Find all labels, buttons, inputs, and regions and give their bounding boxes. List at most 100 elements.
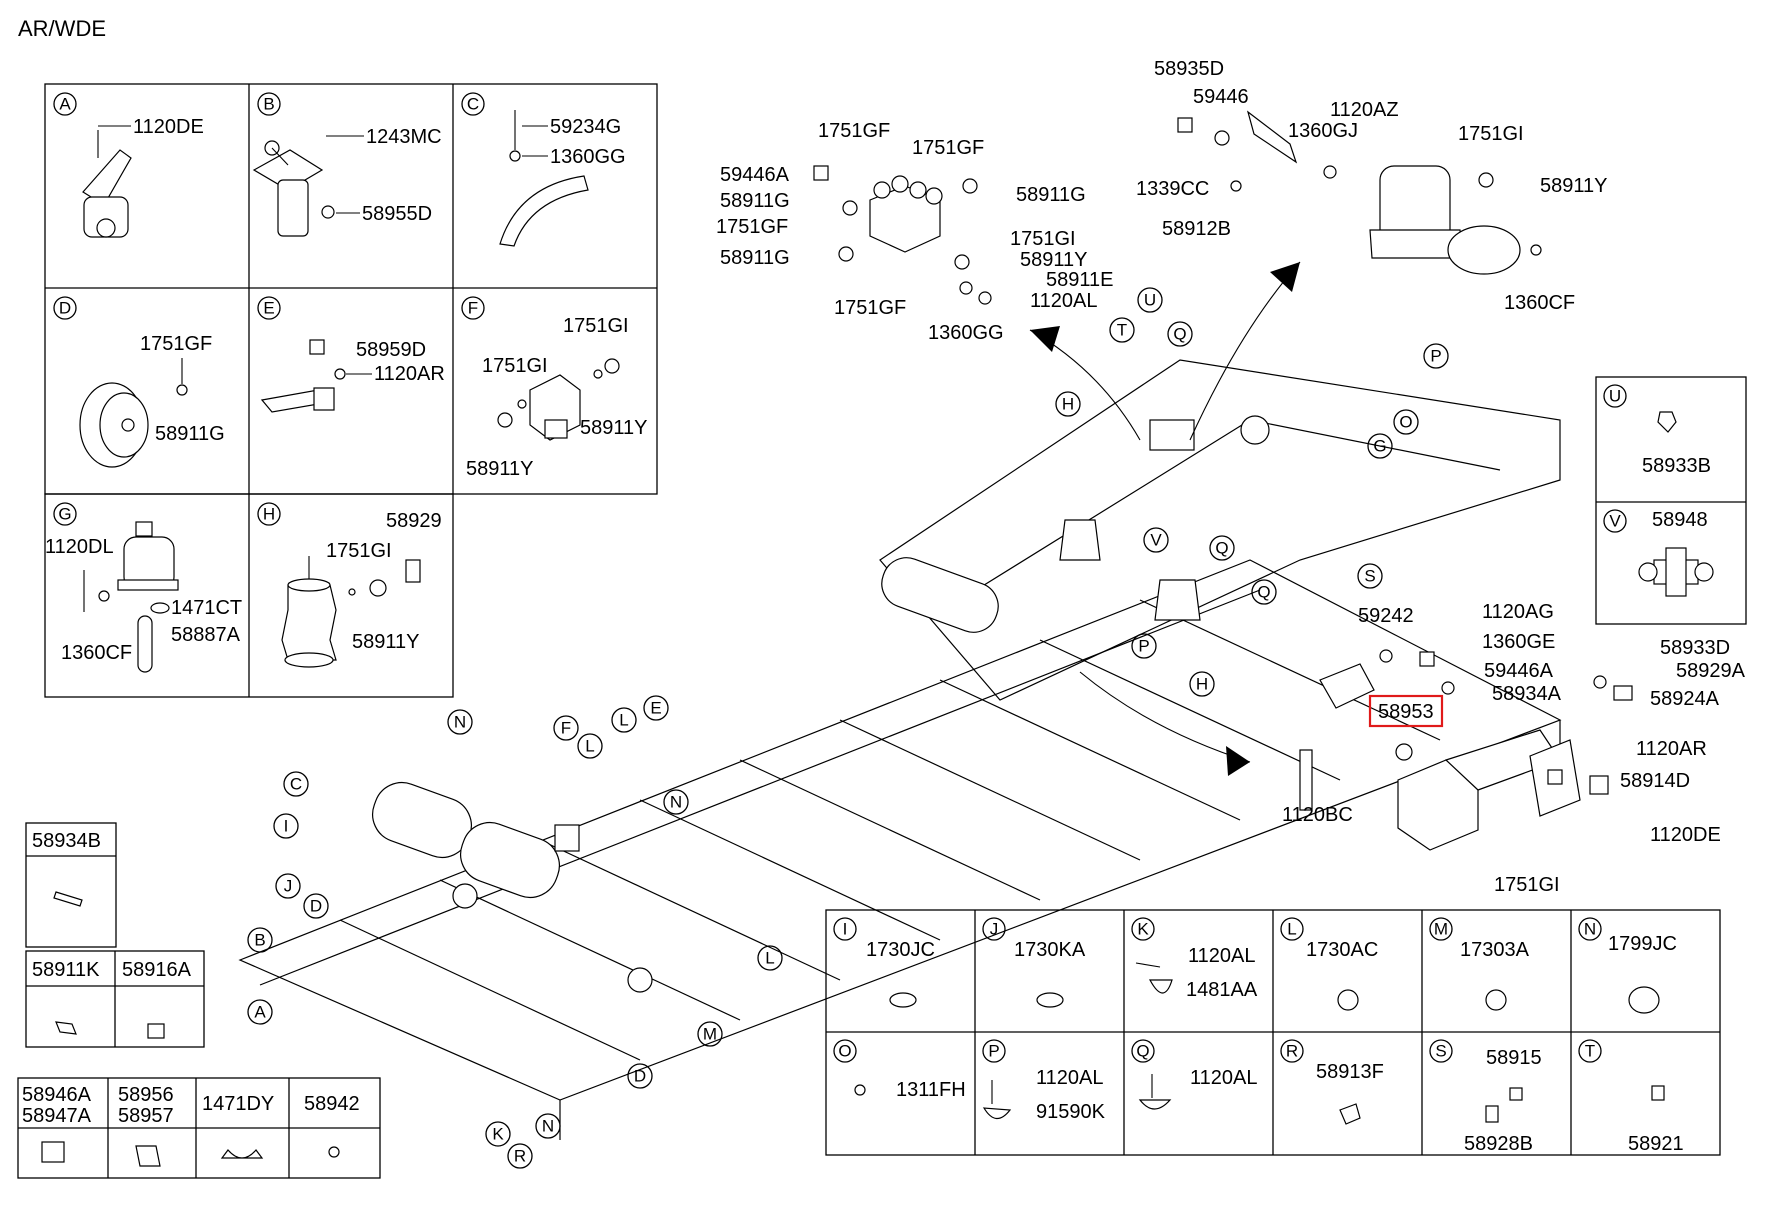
- svg-text:1751GF: 1751GF: [834, 297, 906, 319]
- svg-text:91590K: 91590K: [1036, 1101, 1106, 1123]
- chassis-callout: O: [1393, 409, 1419, 435]
- svg-text:N: N: [1584, 920, 1596, 939]
- svg-text:D: D: [59, 299, 71, 318]
- highlighted-part-label[interactable]: 58953: [1378, 701, 1434, 723]
- svg-text:F: F: [468, 299, 478, 318]
- chassis-callout: K: [485, 1121, 511, 1147]
- svg-text:59242: 59242: [1358, 605, 1414, 627]
- svg-text:1120AR: 1120AR: [1636, 738, 1707, 760]
- svg-text:H: H: [1062, 395, 1074, 414]
- chassis-callout: E: [643, 695, 669, 721]
- part-label: 1120DE: [133, 116, 204, 138]
- svg-text:58911Y: 58911Y: [580, 417, 647, 439]
- svg-text:Q: Q: [1136, 1042, 1149, 1061]
- svg-text:1751GI: 1751GI: [563, 315, 629, 337]
- svg-text:58948: 58948: [1652, 509, 1708, 531]
- svg-text:N: N: [454, 713, 466, 732]
- clip-icon: [135, 1145, 161, 1167]
- cell-M[interactable]: M 17303A: [1429, 917, 1530, 1011]
- chassis-callout: N: [535, 1113, 561, 1139]
- cell-L[interactable]: L 1730AC: [1280, 917, 1378, 1011]
- svg-text:1120AL: 1120AL: [1190, 1067, 1257, 1089]
- cell-F[interactable]: F 1751GI 1751GI 58911Y 58911Y: [461, 296, 647, 480]
- svg-text:58912B: 58912B: [1162, 218, 1231, 240]
- svg-text:I: I: [843, 920, 848, 939]
- svg-text:N: N: [542, 1117, 554, 1136]
- cell-Q[interactable]: Q 1120AL: [1131, 1039, 1257, 1110]
- svg-text:1120AR: 1120AR: [374, 363, 445, 385]
- svg-text:58911Y: 58911Y: [1540, 175, 1607, 197]
- svg-text:58946A: 58946A: [22, 1084, 92, 1106]
- svg-text:M: M: [703, 1025, 717, 1044]
- cell-D[interactable]: D 1751GF 58911G: [53, 296, 225, 468]
- cell-E[interactable]: E 58959D 1120AR: [257, 296, 445, 413]
- cell-H[interactable]: H 58929 1751GI 58911Y: [257, 502, 442, 668]
- cell-O[interactable]: O 1311FH: [833, 1039, 966, 1101]
- cell-U[interactable]: U 58933B: [1603, 384, 1711, 477]
- cell-V[interactable]: V 58948: [1603, 509, 1714, 597]
- cell-N[interactable]: N 1799JC: [1578, 917, 1677, 1014]
- svg-text:58933D: 58933D: [1660, 637, 1730, 659]
- cross-fitting-icon: [1638, 547, 1714, 597]
- cell-T[interactable]: T 58921: [1578, 1039, 1684, 1155]
- svg-text:1751GF: 1751GF: [716, 216, 788, 238]
- svg-text:59446: 59446: [1193, 86, 1249, 108]
- svg-text:U: U: [1144, 291, 1156, 310]
- svg-text:C: C: [290, 775, 302, 794]
- svg-text:59234G: 59234G: [550, 116, 621, 138]
- svg-text:1730KA: 1730KA: [1014, 939, 1086, 961]
- air-spring-icon: [281, 556, 421, 668]
- svg-text:1120DE: 1120DE: [1650, 824, 1721, 846]
- cell-S[interactable]: S 58915 58928B: [1429, 1039, 1542, 1155]
- clamp-icon: [220, 1149, 264, 1159]
- svg-text:58933B: 58933B: [1642, 455, 1711, 477]
- cell-R[interactable]: R 58913F: [1280, 1039, 1384, 1125]
- cell-G[interactable]: G 1120DL 1471CT 1360CF 58887A: [45, 502, 242, 673]
- svg-text:E: E: [650, 699, 661, 718]
- valve-group: 1751GF 1751GF 59446A 58911G 58911G 1751G…: [716, 120, 1113, 344]
- detail-grid-bottom: I 1730JC J 1730KA K 1120AL 1481AA L 1730…: [825, 909, 1721, 1156]
- chassis-callout: L: [757, 945, 783, 971]
- cell-P[interactable]: P 1120AL 91590K: [982, 1039, 1106, 1123]
- highlight-box[interactable]: [1368, 694, 1444, 728]
- cell-J[interactable]: J 1730KA: [982, 917, 1086, 1008]
- svg-text:S: S: [1364, 567, 1375, 586]
- chassis-callout: M: [697, 1021, 723, 1047]
- chassis-callout: D: [627, 1063, 653, 1089]
- cell-I[interactable]: I 1730JC: [833, 917, 935, 1008]
- nut-icon: [854, 1084, 866, 1096]
- tee-fitting-icon: [1339, 1103, 1361, 1125]
- svg-text:C: C: [467, 95, 479, 114]
- svg-text:58911G: 58911G: [155, 423, 225, 445]
- svg-text:I: I: [284, 817, 289, 836]
- svg-text:58942: 58942: [304, 1093, 360, 1115]
- svg-text:1360GE: 1360GE: [1482, 631, 1555, 653]
- fitting-icon: [1657, 411, 1677, 433]
- dryer-tank-icon: [1177, 110, 1542, 275]
- chassis-callout: T: [1109, 317, 1135, 343]
- cell-A[interactable]: A 1120DE: [53, 92, 204, 238]
- svg-text:1243MC: 1243MC: [366, 126, 442, 148]
- sensor-bracket-icon: [260, 339, 372, 413]
- p-clip-icon: [982, 1107, 1012, 1120]
- svg-text:1120DL: 1120DL: [45, 536, 114, 558]
- svg-text:L: L: [619, 711, 628, 730]
- chassis-callout: F: [553, 715, 579, 741]
- svg-text:Q: Q: [1215, 539, 1228, 558]
- chassis-callout: S: [1357, 563, 1383, 589]
- svg-text:J: J: [990, 920, 999, 939]
- svg-text:58913F: 58913F: [1316, 1061, 1384, 1083]
- cell-C[interactable]: C 59234G 1360GG: [461, 92, 626, 247]
- grommet-icon: [889, 992, 917, 1008]
- chassis-callout: Q: [1209, 535, 1235, 561]
- svg-text:K: K: [1137, 920, 1149, 939]
- p-clip-icon: [1138, 1099, 1172, 1110]
- svg-text:S: S: [1435, 1042, 1446, 1061]
- valve-block-icon: [813, 165, 992, 305]
- svg-text:P: P: [1138, 637, 1149, 656]
- cell-B[interactable]: B 1243MC 58955D: [252, 92, 442, 237]
- chassis-callout: L: [577, 733, 603, 759]
- chassis-callout: Q: [1167, 321, 1193, 347]
- cell-K[interactable]: K 1120AL 1481AA: [1131, 917, 1258, 1001]
